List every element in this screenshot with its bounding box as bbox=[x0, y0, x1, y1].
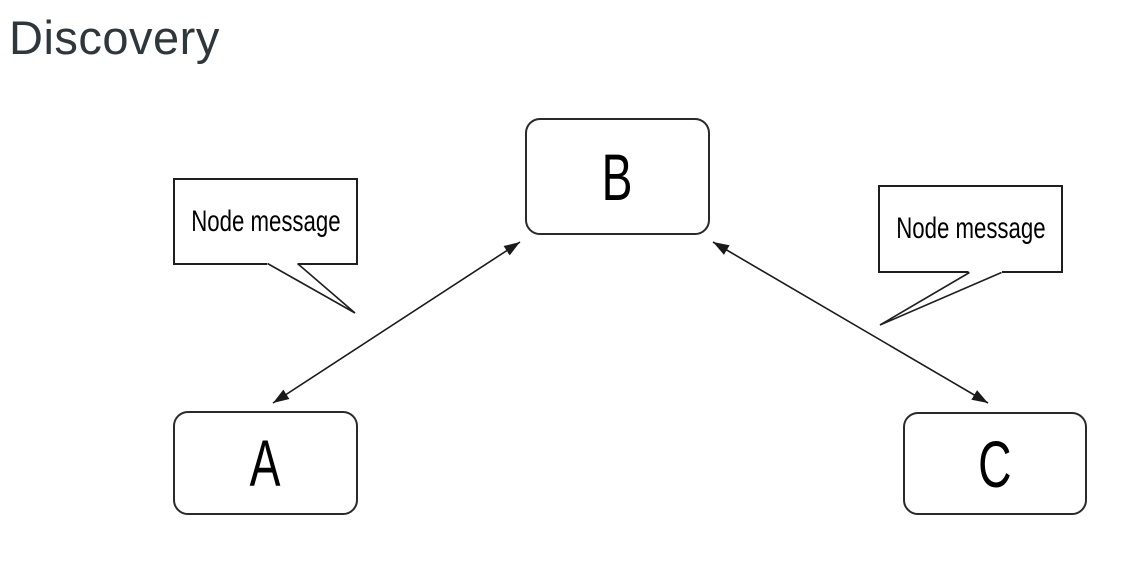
callout-right-tail bbox=[879, 270, 1002, 326]
page-title: Discovery bbox=[9, 11, 220, 64]
callout-right-text: Node message bbox=[895, 212, 1046, 245]
node-c-label: C bbox=[978, 426, 1012, 501]
callout-right: Node message bbox=[878, 185, 1063, 273]
node-b: B bbox=[525, 118, 710, 235]
callout-left: Node message bbox=[173, 178, 358, 265]
node-a: A bbox=[173, 411, 358, 515]
edge-a-b bbox=[272, 241, 521, 404]
callout-left-text: Node message bbox=[190, 204, 341, 238]
node-a-label: A bbox=[250, 426, 281, 500]
node-b-label: B bbox=[602, 139, 633, 214]
node-c: C bbox=[903, 412, 1087, 515]
callout-left-tail bbox=[267, 261, 356, 314]
